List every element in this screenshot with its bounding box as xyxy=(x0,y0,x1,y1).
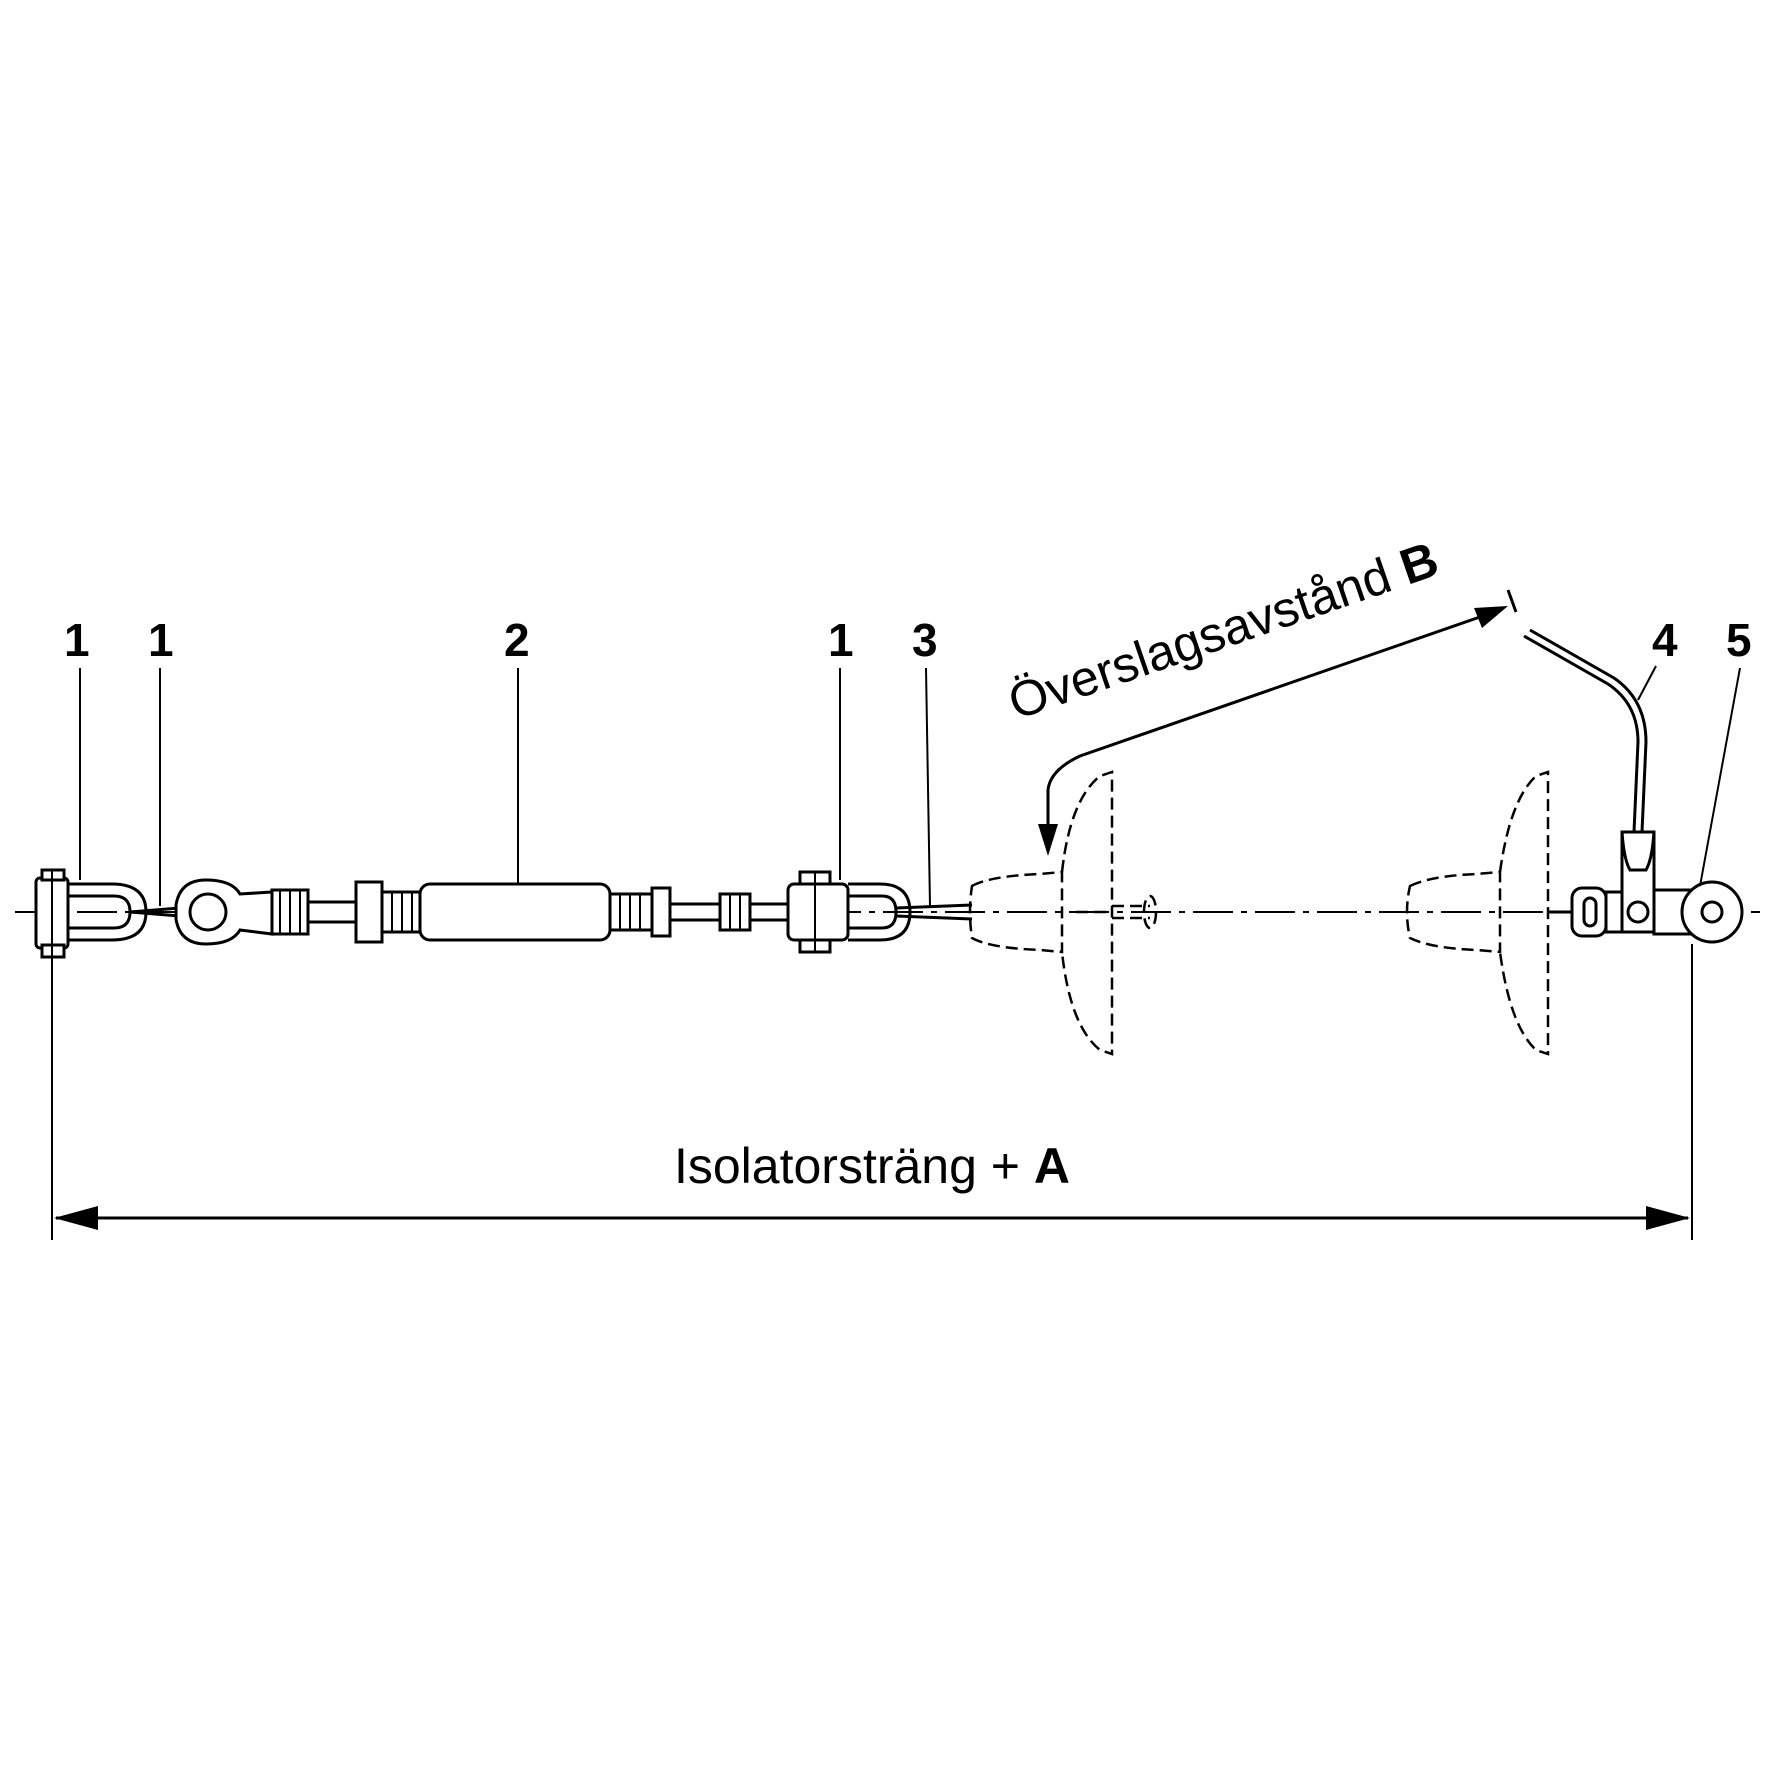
overall-length-dimension: Isolatorsträng + A xyxy=(51,944,1693,1240)
leader-4 xyxy=(1637,665,1657,701)
callout-1b: 1 xyxy=(148,614,174,666)
leader-3 xyxy=(925,667,931,907)
turnbuckle xyxy=(418,882,792,942)
flashover-distance-dimension: Överslagsavstånd B xyxy=(1001,531,1518,856)
overall-length-label: Isolatorsträng + A xyxy=(674,1138,1070,1194)
callout-2: 2 xyxy=(504,614,530,666)
socket-fitting xyxy=(1548,886,1692,938)
callout-5: 5 xyxy=(1726,614,1752,666)
callout-3: 3 xyxy=(912,614,938,666)
callout-4: 4 xyxy=(1652,614,1678,666)
coupling-left xyxy=(270,880,422,944)
callout-1a: 1 xyxy=(64,614,90,666)
rod xyxy=(895,903,973,921)
callout-1c: 1 xyxy=(828,614,854,666)
clevis-right xyxy=(786,870,912,954)
attachment-eye xyxy=(1680,880,1744,944)
flashover-distance-label: Överslagsavstånd B xyxy=(1001,531,1445,731)
insulator-left xyxy=(968,770,1158,1056)
clevis-left xyxy=(34,868,148,959)
leader-5 xyxy=(1699,667,1741,887)
